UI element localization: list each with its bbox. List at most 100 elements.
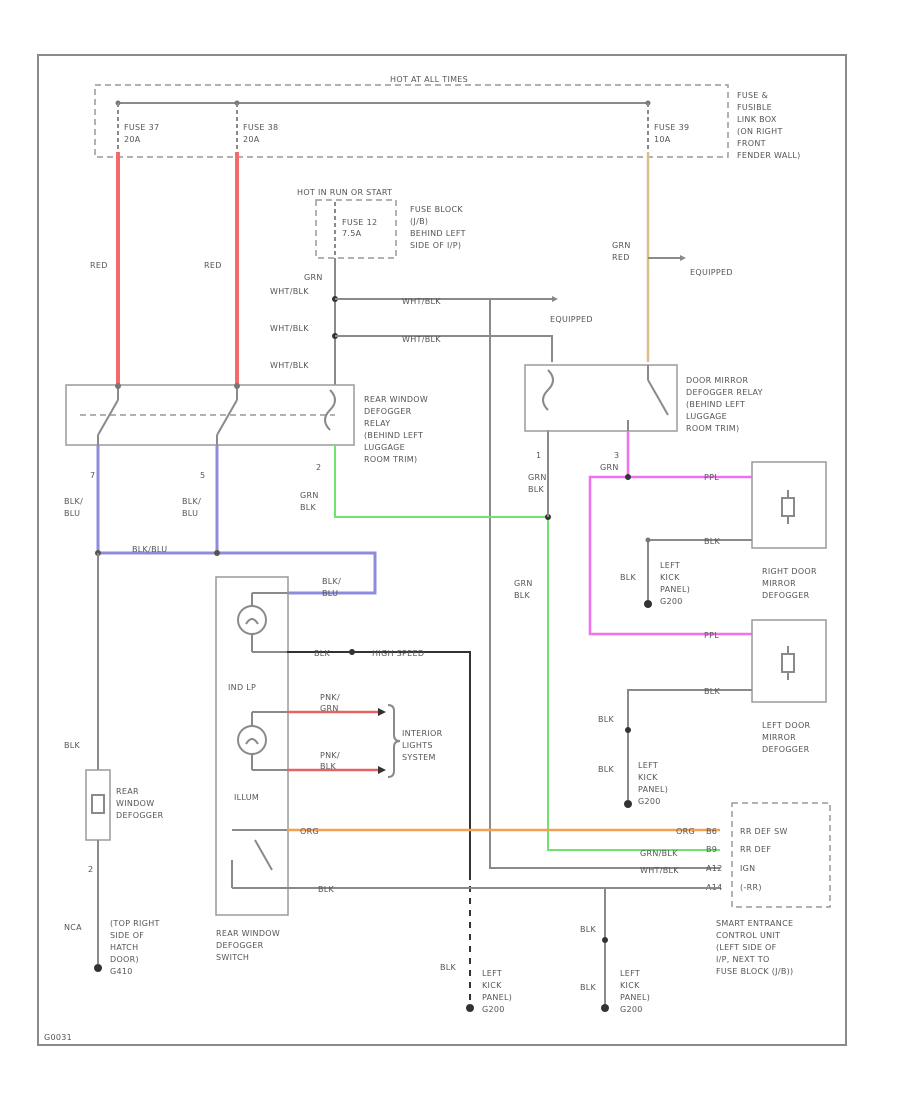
svg-text:GRN/BLK: GRN/BLK [640,849,678,858]
fuse-38: FUSE 38 20A [236,103,278,150]
svg-text:BLU: BLU [64,509,80,518]
svg-text:LEFT: LEFT [638,761,658,770]
svg-text:DEFOGGER: DEFOGGER [364,407,412,416]
svg-text:WHT/BLK: WHT/BLK [640,866,679,875]
rear-relay-label: REAR WINDOW DEFOGGER RELAY (BEHIND LEFT … [364,395,428,464]
svg-text:G200: G200 [638,797,661,806]
svg-text:FUSE &: FUSE & [737,91,768,100]
svg-text:DEFOGGER: DEFOGGER [762,745,810,754]
illum-lamp [237,711,287,771]
svg-text:BLK: BLK [704,537,721,546]
svg-text:ORG: ORG [300,827,319,836]
wire-wht-blk-door-relay [335,335,553,362]
svg-text:REAR WINDOW: REAR WINDOW [216,929,280,938]
door-mirror-defogger-relay [524,364,678,432]
wire-blk-blu-bus [98,551,377,595]
defogger-switch-contact [231,829,287,889]
svg-text:BLK: BLK [514,591,531,600]
svg-text:DEFOGGER: DEFOGGER [762,591,810,600]
right-door-mirror-defogger [751,461,827,549]
svg-text:WHT/BLK: WHT/BLK [270,287,309,296]
ground-g200-a: LEFT KICK PANEL) G200 [660,561,690,606]
svg-text:LEFT: LEFT [620,969,640,978]
svg-text:RELAY: RELAY [364,419,391,428]
svg-text:3: 3 [614,451,619,460]
svg-text:GRN: GRN [528,473,547,482]
door-relay-label: DOOR MIRROR DEFOGGER RELAY (BEHIND LEFT … [686,376,763,433]
svg-text:5: 5 [200,471,205,480]
svg-text:PANEL): PANEL) [660,585,690,594]
svg-text:BEHIND LEFT: BEHIND LEFT [410,229,466,238]
footer-code: G0031 [44,1033,72,1042]
wire-secu-ground [604,887,720,1005]
svg-text:PNK/: PNK/ [320,693,340,702]
svg-text:I/P, NEXT TO: I/P, NEXT TO [716,955,770,964]
svg-text:BLK: BLK [528,485,545,494]
svg-text:(ON RIGHT: (ON RIGHT [737,127,783,136]
svg-text:DOOR): DOOR) [110,955,139,964]
ind-lp-lamp [237,592,287,653]
wire-wht-blk-long [335,298,720,869]
svg-text:BLK/: BLK/ [182,497,201,506]
svg-text:SWITCH: SWITCH [216,953,249,962]
svg-text:7: 7 [90,471,95,480]
svg-text:GRN: GRN [600,463,619,472]
wire-ppl [588,475,752,636]
rear-window-defogger-relay [65,384,355,446]
svg-text:PANEL): PANEL) [638,785,668,794]
svg-text:BLK: BLK [620,573,637,582]
svg-text:(TOP RIGHT: (TOP RIGHT [110,919,160,928]
svg-text:GRN: GRN [300,491,319,500]
svg-text:SIDE OF: SIDE OF [110,931,144,940]
fuse-37: FUSE 37 20A [117,103,159,150]
secu-pins: B6 B9 A12 A14 [706,827,722,892]
svg-text:B6: B6 [706,827,717,836]
fuse-link-box [94,84,729,158]
svg-text:PANEL): PANEL) [620,993,650,1002]
svg-text:HIGH SPEED: HIGH SPEED [372,649,424,658]
secu-terminals: RR DEF SW RR DEF IGN (-RR) [740,827,787,892]
svg-text:PANEL): PANEL) [482,993,512,1002]
svg-text:DEFOGGER: DEFOGGER [116,811,164,820]
svg-text:LINK BOX: LINK BOX [737,115,777,124]
right-mirror-label: RIGHT DOOR MIRROR DEFOGGER [762,567,817,600]
switch-label: REAR WINDOW DEFOGGER SWITCH [216,929,280,962]
svg-text:BLK: BLK [314,649,331,658]
ground-g200-d: LEFT KICK PANEL) G200 [620,969,650,1014]
svg-text:(J/B): (J/B) [410,217,428,226]
interior-lights-system-label: INTERIOR LIGHTS SYSTEM [402,729,443,762]
svg-text:BLK: BLK [300,503,317,512]
fuse-block-box [315,199,397,259]
rear-window-defogger-switch [215,576,289,916]
svg-text:(BEHIND LEFT: (BEHIND LEFT [686,400,745,409]
svg-text:ROOM TRIM): ROOM TRIM) [686,424,739,433]
svg-text:KICK: KICK [638,773,658,782]
svg-text:INTERIOR: INTERIOR [402,729,443,738]
svg-text:SMART ENTRANCE: SMART ENTRANCE [716,919,793,928]
svg-text:1: 1 [536,451,541,460]
svg-text:G410: G410 [110,967,133,976]
svg-text:BLK: BLK [440,963,457,972]
fuse-39: FUSE 39 10A [647,103,689,150]
hot-at-all-times-label: HOT AT ALL TIMES [390,75,468,84]
svg-text:2: 2 [88,865,93,874]
svg-text:PPL: PPL [704,631,719,640]
left-mirror-label: LEFT DOOR MIRROR DEFOGGER [762,721,810,754]
svg-text:PPL: PPL [704,473,719,482]
svg-text:WHT/BLK: WHT/BLK [270,361,309,370]
svg-text:FRONT: FRONT [737,139,766,148]
svg-text:BLK: BLK [598,715,615,724]
svg-text:G200: G200 [660,597,683,606]
svg-text:GRN: GRN [514,579,533,588]
svg-text:HATCH: HATCH [110,943,138,952]
svg-text:FUSE 12: FUSE 12 [342,218,377,227]
svg-text:NCA: NCA [64,923,82,932]
svg-text:RR DEF: RR DEF [740,845,771,854]
svg-text:MIRROR: MIRROR [762,733,796,742]
svg-text:BLU: BLU [182,509,198,518]
svg-text:BLK: BLK [580,983,597,992]
svg-text:RED: RED [204,261,222,270]
svg-text:(LEFT SIDE OF: (LEFT SIDE OF [716,943,777,952]
fuse-box-label: FUSE & FUSIBLE LINK BOX (ON RIGHT FRONT … [737,91,800,160]
svg-text:BLK: BLK [320,762,337,771]
